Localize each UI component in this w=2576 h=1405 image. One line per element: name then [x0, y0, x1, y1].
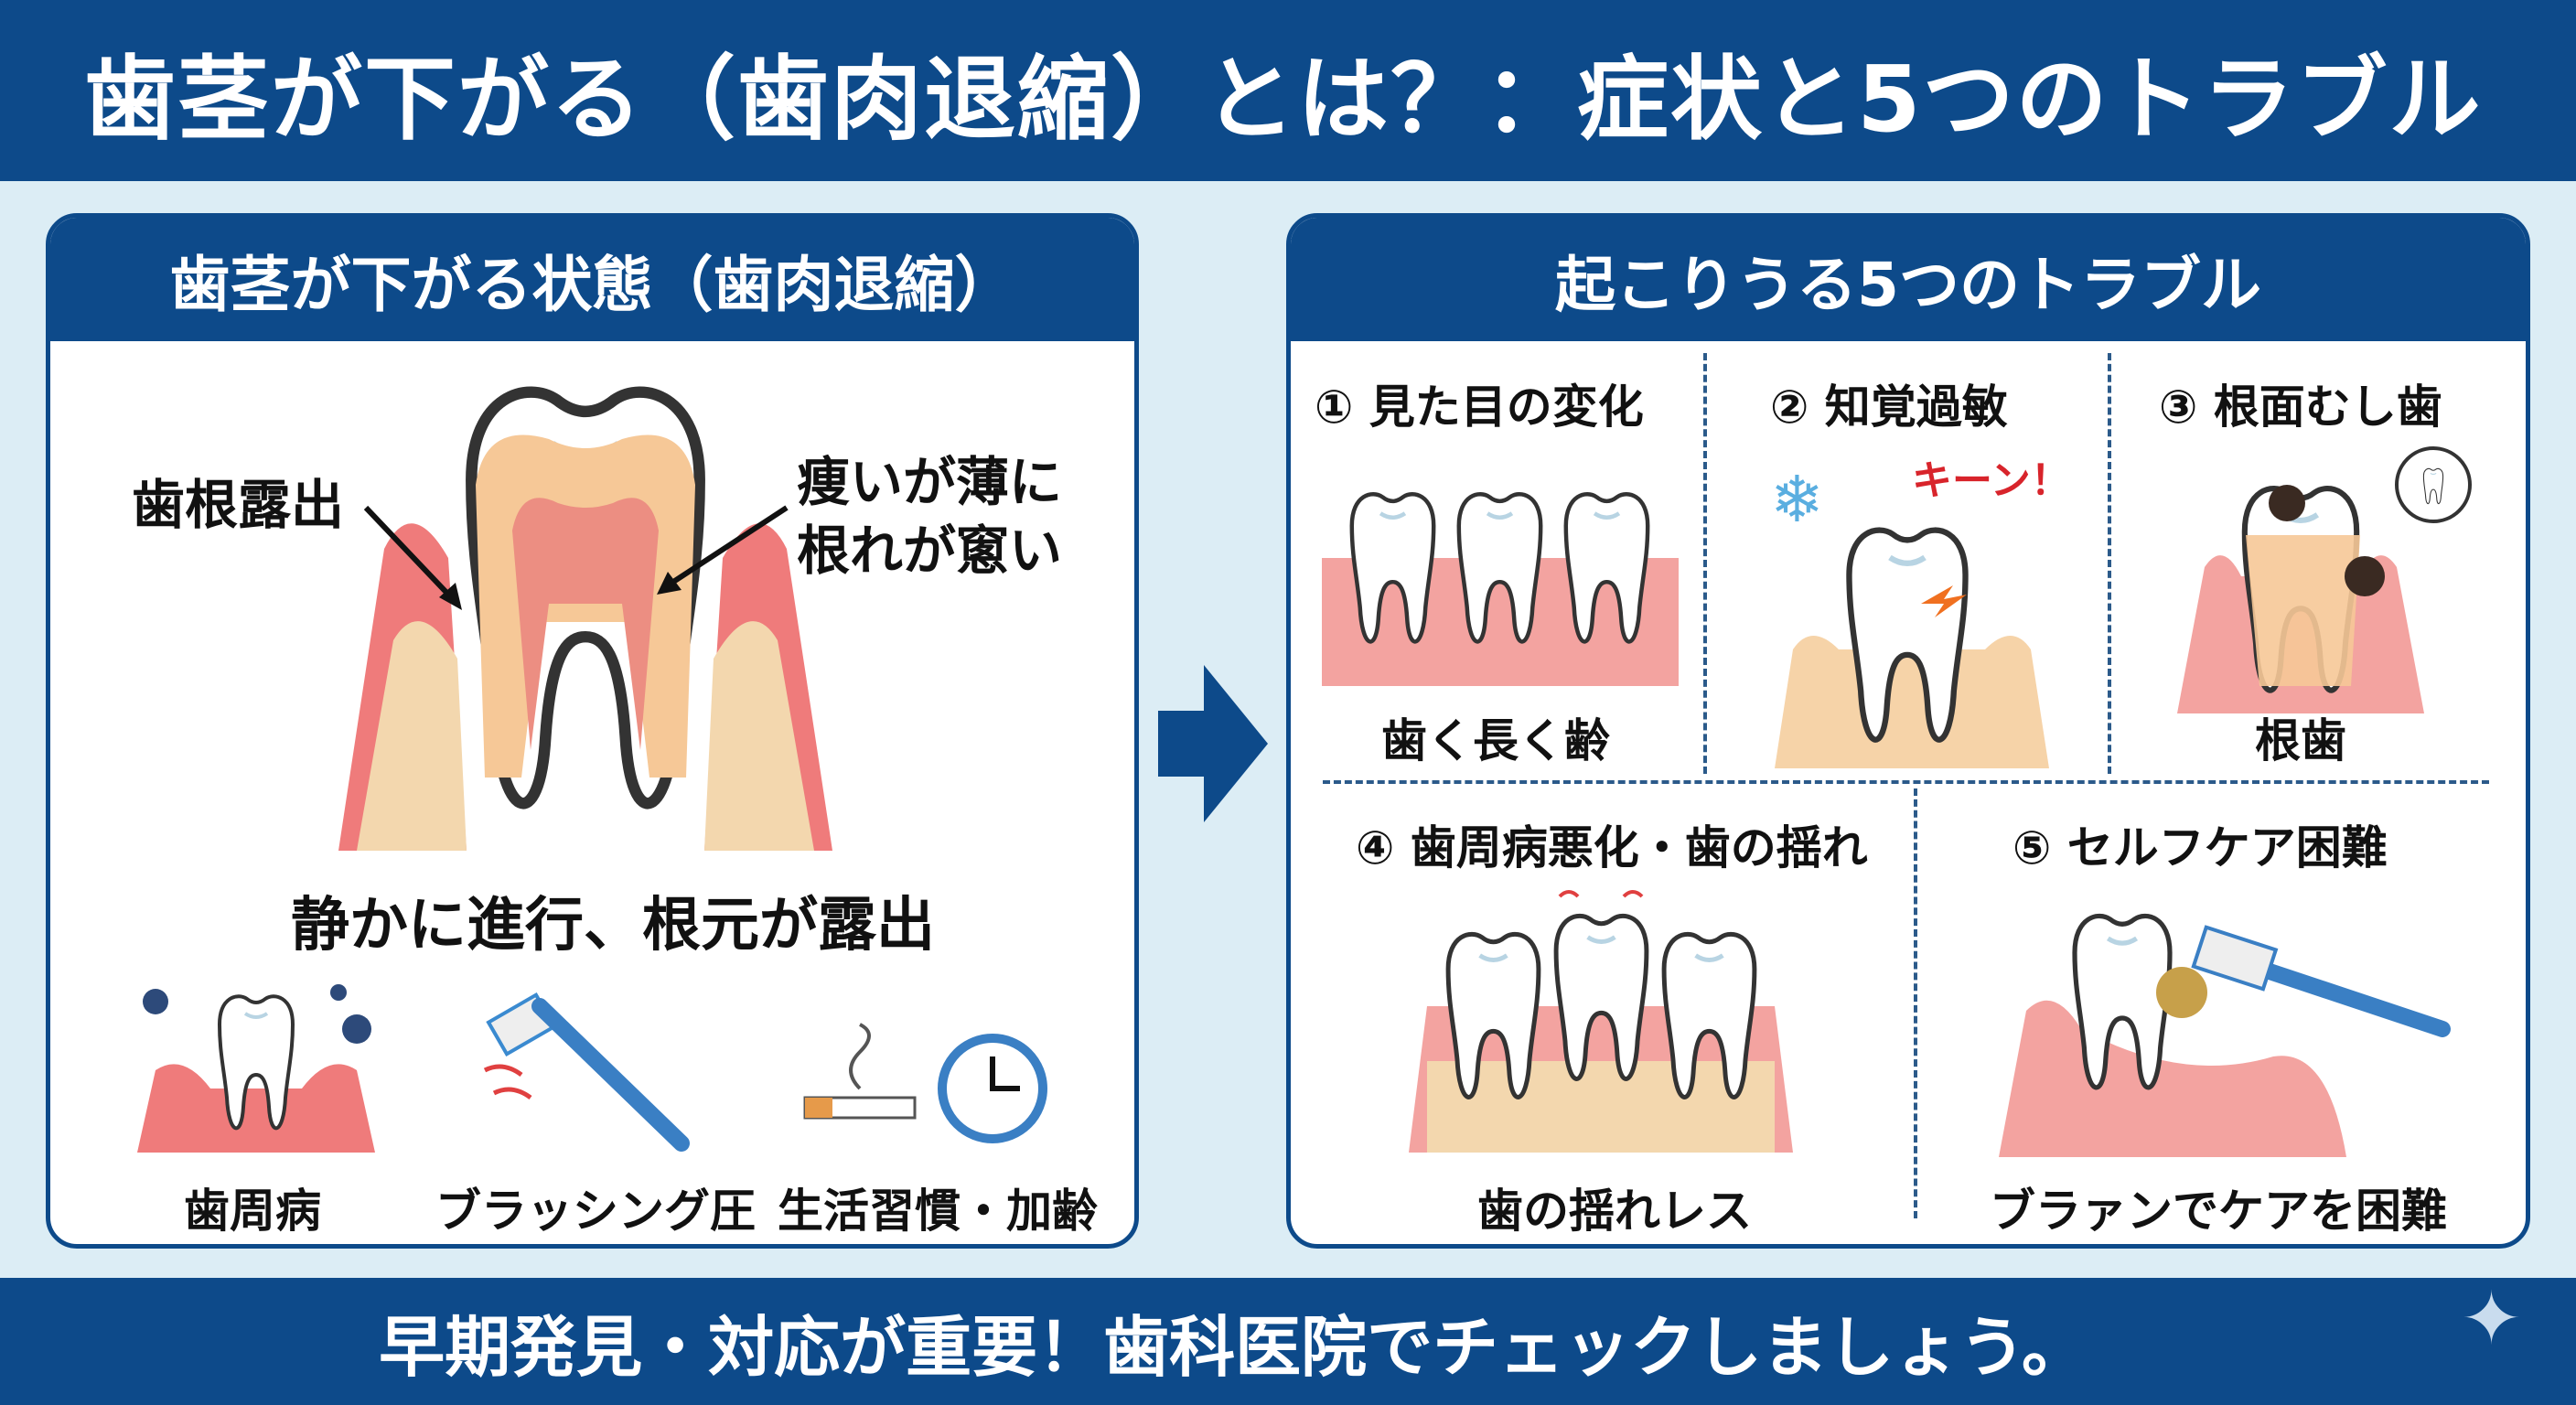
- gum-disease-icon: [137, 984, 375, 1153]
- long-teeth-illustration: [1322, 485, 1679, 686]
- cause-label-brushing: ブラッシング圧: [435, 1185, 756, 1238]
- divider: [1914, 788, 1917, 1218]
- left-caption: 静かに進行、根元が露出: [291, 892, 935, 960]
- svg-text:❄: ❄: [1770, 462, 1824, 537]
- divider: [2108, 353, 2111, 774]
- loose-teeth-illustration: [1409, 890, 1793, 1153]
- page-title: 歯茎が下がる（歯肉退縮）とは？：症状と5つのトラブル: [0, 0, 2576, 181]
- divider: [1703, 353, 1707, 774]
- label-root-exposed: 歯根露出: [132, 474, 345, 536]
- trouble-1-caption: 歯く長く齢: [1381, 714, 1610, 767]
- divider: [1323, 780, 2489, 784]
- sound-effect-text: キーン！: [1912, 457, 2071, 504]
- trouble-4-title: ④ 歯周病悪化・歯の揺れ: [1356, 821, 1868, 874]
- toothbrush-icon: [483, 992, 690, 1152]
- footer-banner: 早期発見・対応が重要！歯科医院でチェックしましょう。: [0, 1278, 2576, 1405]
- cause-label-gum-disease: 歯周病: [184, 1185, 321, 1238]
- arrow-right-annotation: [657, 505, 789, 595]
- label-thin-line-1: 痩いが薄に: [797, 451, 1063, 513]
- trouble-3-title: ③ 根面むし歯: [2159, 381, 2442, 434]
- trouble-2-title: ② 知覚過敏: [1770, 381, 2008, 434]
- trouble-5-caption: ブラァンでケアを困難: [1990, 1185, 2447, 1238]
- sparkle-icon: ✦: [2461, 1276, 2523, 1361]
- arrow-right-icon: [1158, 665, 1268, 822]
- sensitivity-illustration: ❄ キーン！: [1770, 457, 2071, 768]
- left-panel-title: 歯茎が下がる状態（歯肉退縮）: [50, 218, 1134, 341]
- trouble-1-title: ① 見た目の変化: [1315, 381, 1644, 434]
- self-care-difficulty-illustration: [1999, 901, 2451, 1157]
- root-caries-illustration: [2177, 446, 2472, 713]
- tooth-cross-section-illustration: [338, 366, 832, 851]
- label-thin-line-2: 根れが窻い: [797, 520, 1063, 582]
- right-panel-title: 起こりうる5つのトラブル: [1291, 218, 2526, 341]
- trouble-4-caption: 歯の揺れレス: [1477, 1185, 1752, 1238]
- cause-label-lifestyle: 生活習慣・加齢: [778, 1185, 1098, 1238]
- arrow-left-annotation: [363, 505, 462, 610]
- cigarette-clock-icon: [803, 1023, 1047, 1143]
- trouble-3-caption: 根歯: [2255, 714, 2346, 767]
- trouble-5-title: ⑤ セルフケア困難: [2012, 821, 2388, 874]
